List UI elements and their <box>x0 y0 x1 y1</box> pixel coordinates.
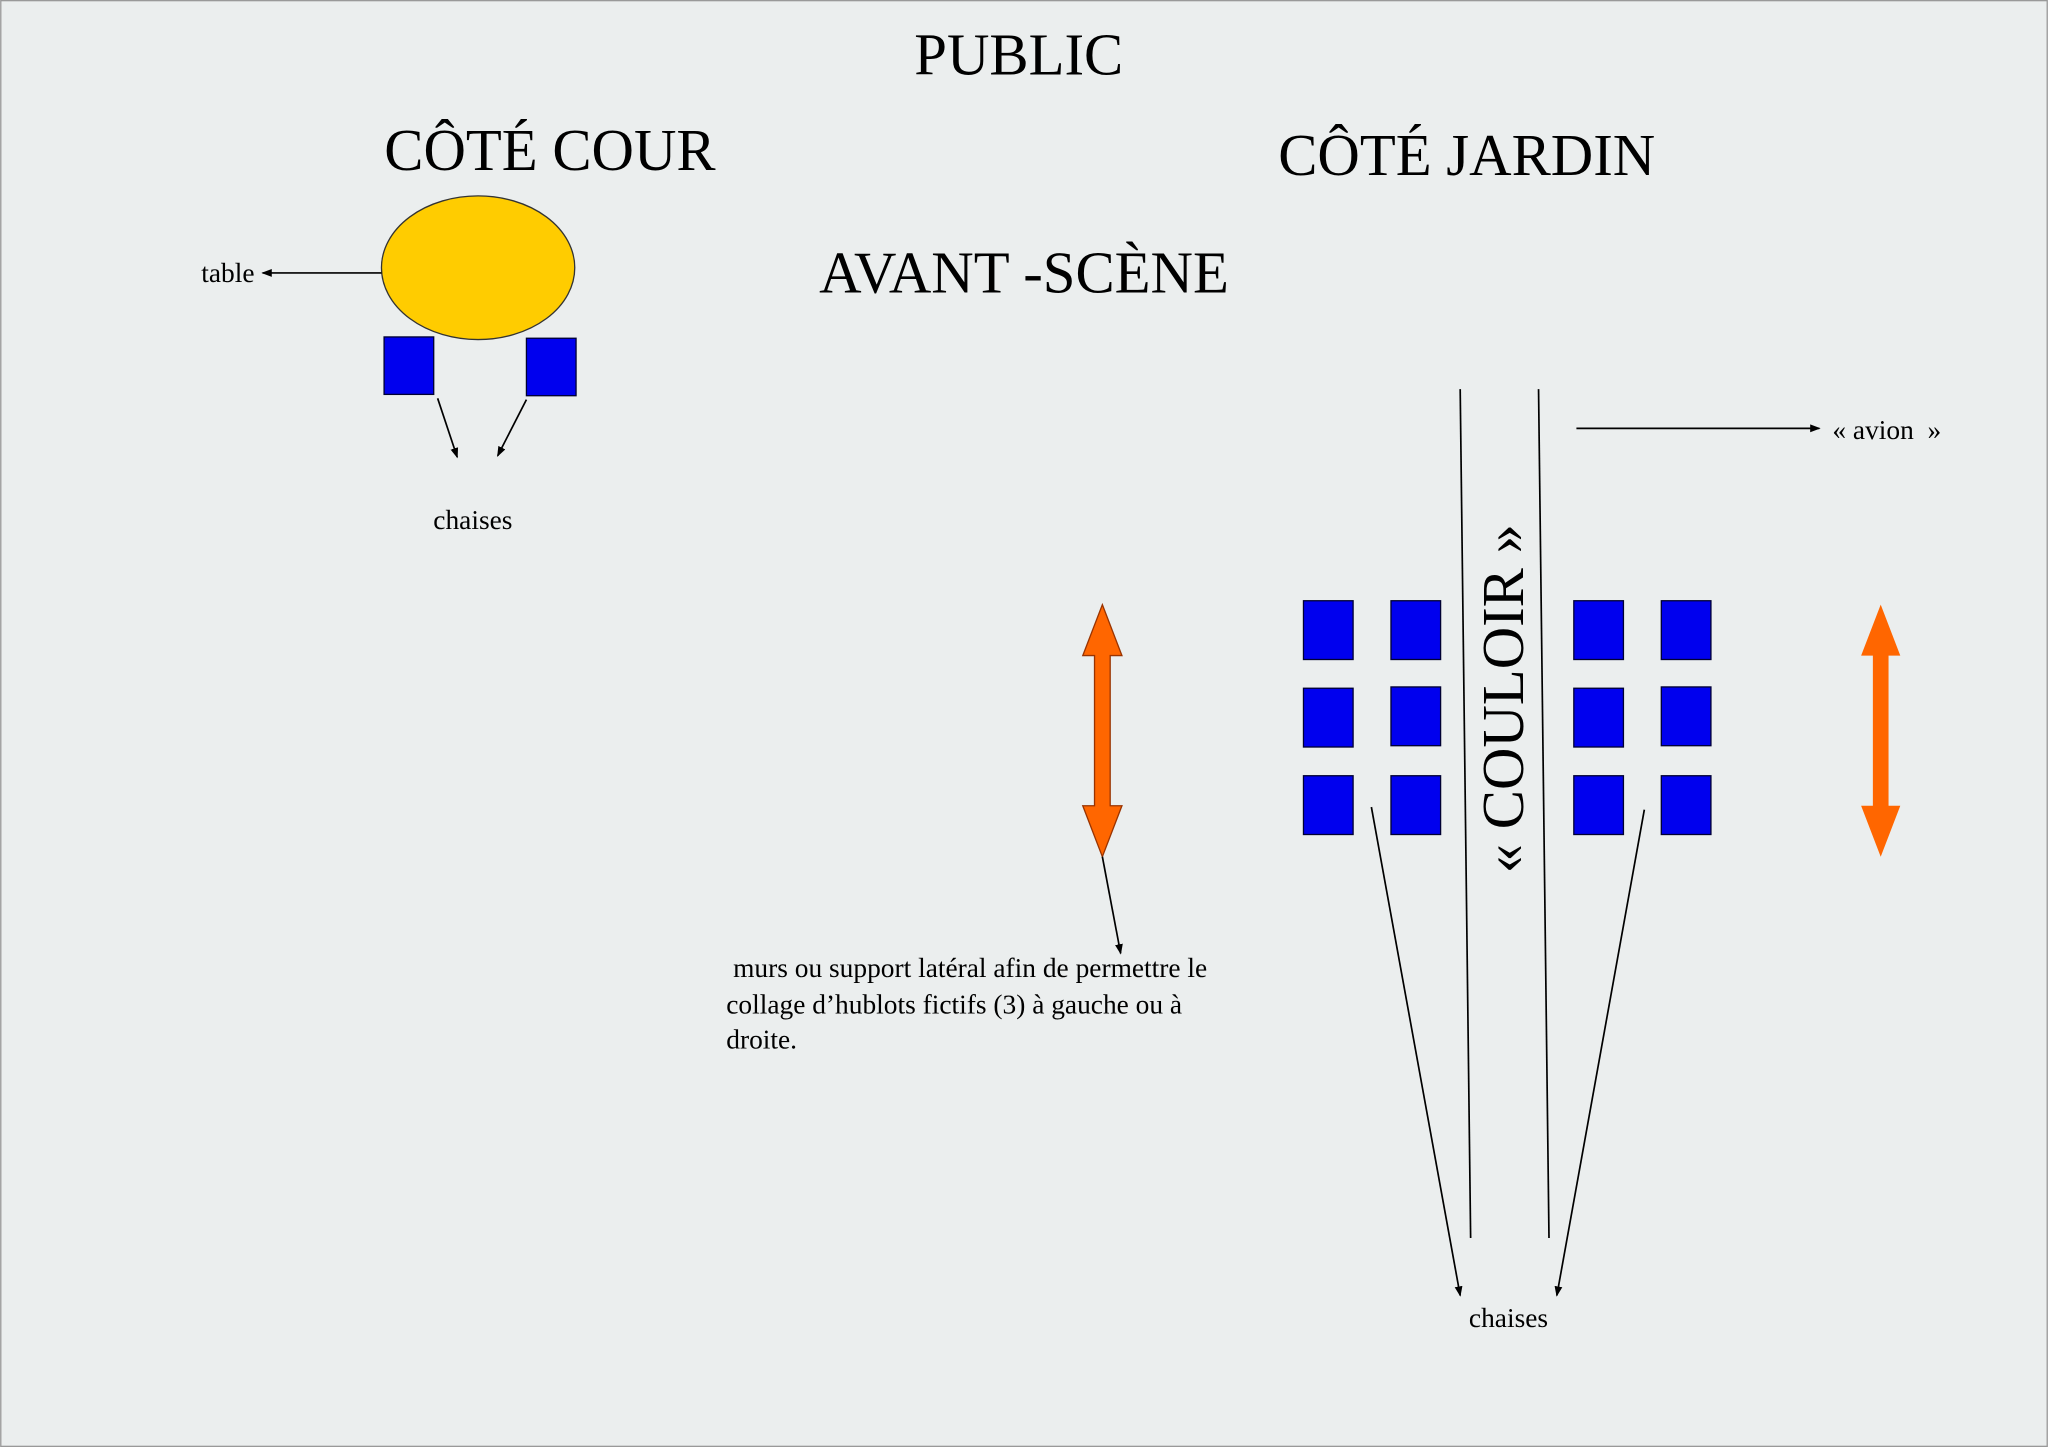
chaises-label-left: chaises <box>433 505 512 535</box>
chair-arrow <box>436 398 459 459</box>
corridor-line-right <box>1537 389 1550 1239</box>
murs-arrow <box>1101 856 1123 955</box>
chair <box>1660 600 1712 661</box>
chair-arrow <box>1370 806 1463 1297</box>
chair <box>1660 686 1712 747</box>
chair-arrow <box>1554 809 1646 1297</box>
chair <box>1573 687 1625 748</box>
cote-cour-title: CÔTÉ COUR <box>384 118 716 183</box>
chair <box>1573 775 1625 836</box>
chaises-label-right: chaises <box>1469 1303 1548 1333</box>
chair <box>1390 686 1442 747</box>
chair <box>1302 687 1354 748</box>
public-title: PUBLIC <box>914 22 1123 87</box>
murs-text-line1: murs ou support latéral afin de permettr… <box>726 953 1207 983</box>
chair <box>1390 600 1442 661</box>
chair <box>1660 775 1712 836</box>
murs-text-line3: droite. <box>726 1025 797 1055</box>
chair <box>525 337 577 397</box>
avant-scene-title: AVANT -SCÈNE <box>819 241 1229 306</box>
chairs-grid <box>1302 600 1712 836</box>
cote-jardin-title: CÔTÉ JARDIN <box>1278 123 1655 188</box>
chair-arrow <box>496 399 528 457</box>
table-label: table <box>201 258 254 288</box>
double-arrow-right-icon <box>1861 604 1901 857</box>
chair <box>383 336 435 396</box>
murs-text-line2: collage d’hublots fictifs (3) à gauche o… <box>726 989 1182 1019</box>
chair <box>1302 775 1354 836</box>
chair <box>1390 775 1442 836</box>
chair <box>1302 600 1354 661</box>
corridor-line-left <box>1459 389 1472 1239</box>
chair <box>1573 600 1625 661</box>
couloir-label: « COULOIR » <box>1471 524 1536 873</box>
table-shape <box>380 195 576 341</box>
avion-label: « avion » <box>1832 415 1941 445</box>
